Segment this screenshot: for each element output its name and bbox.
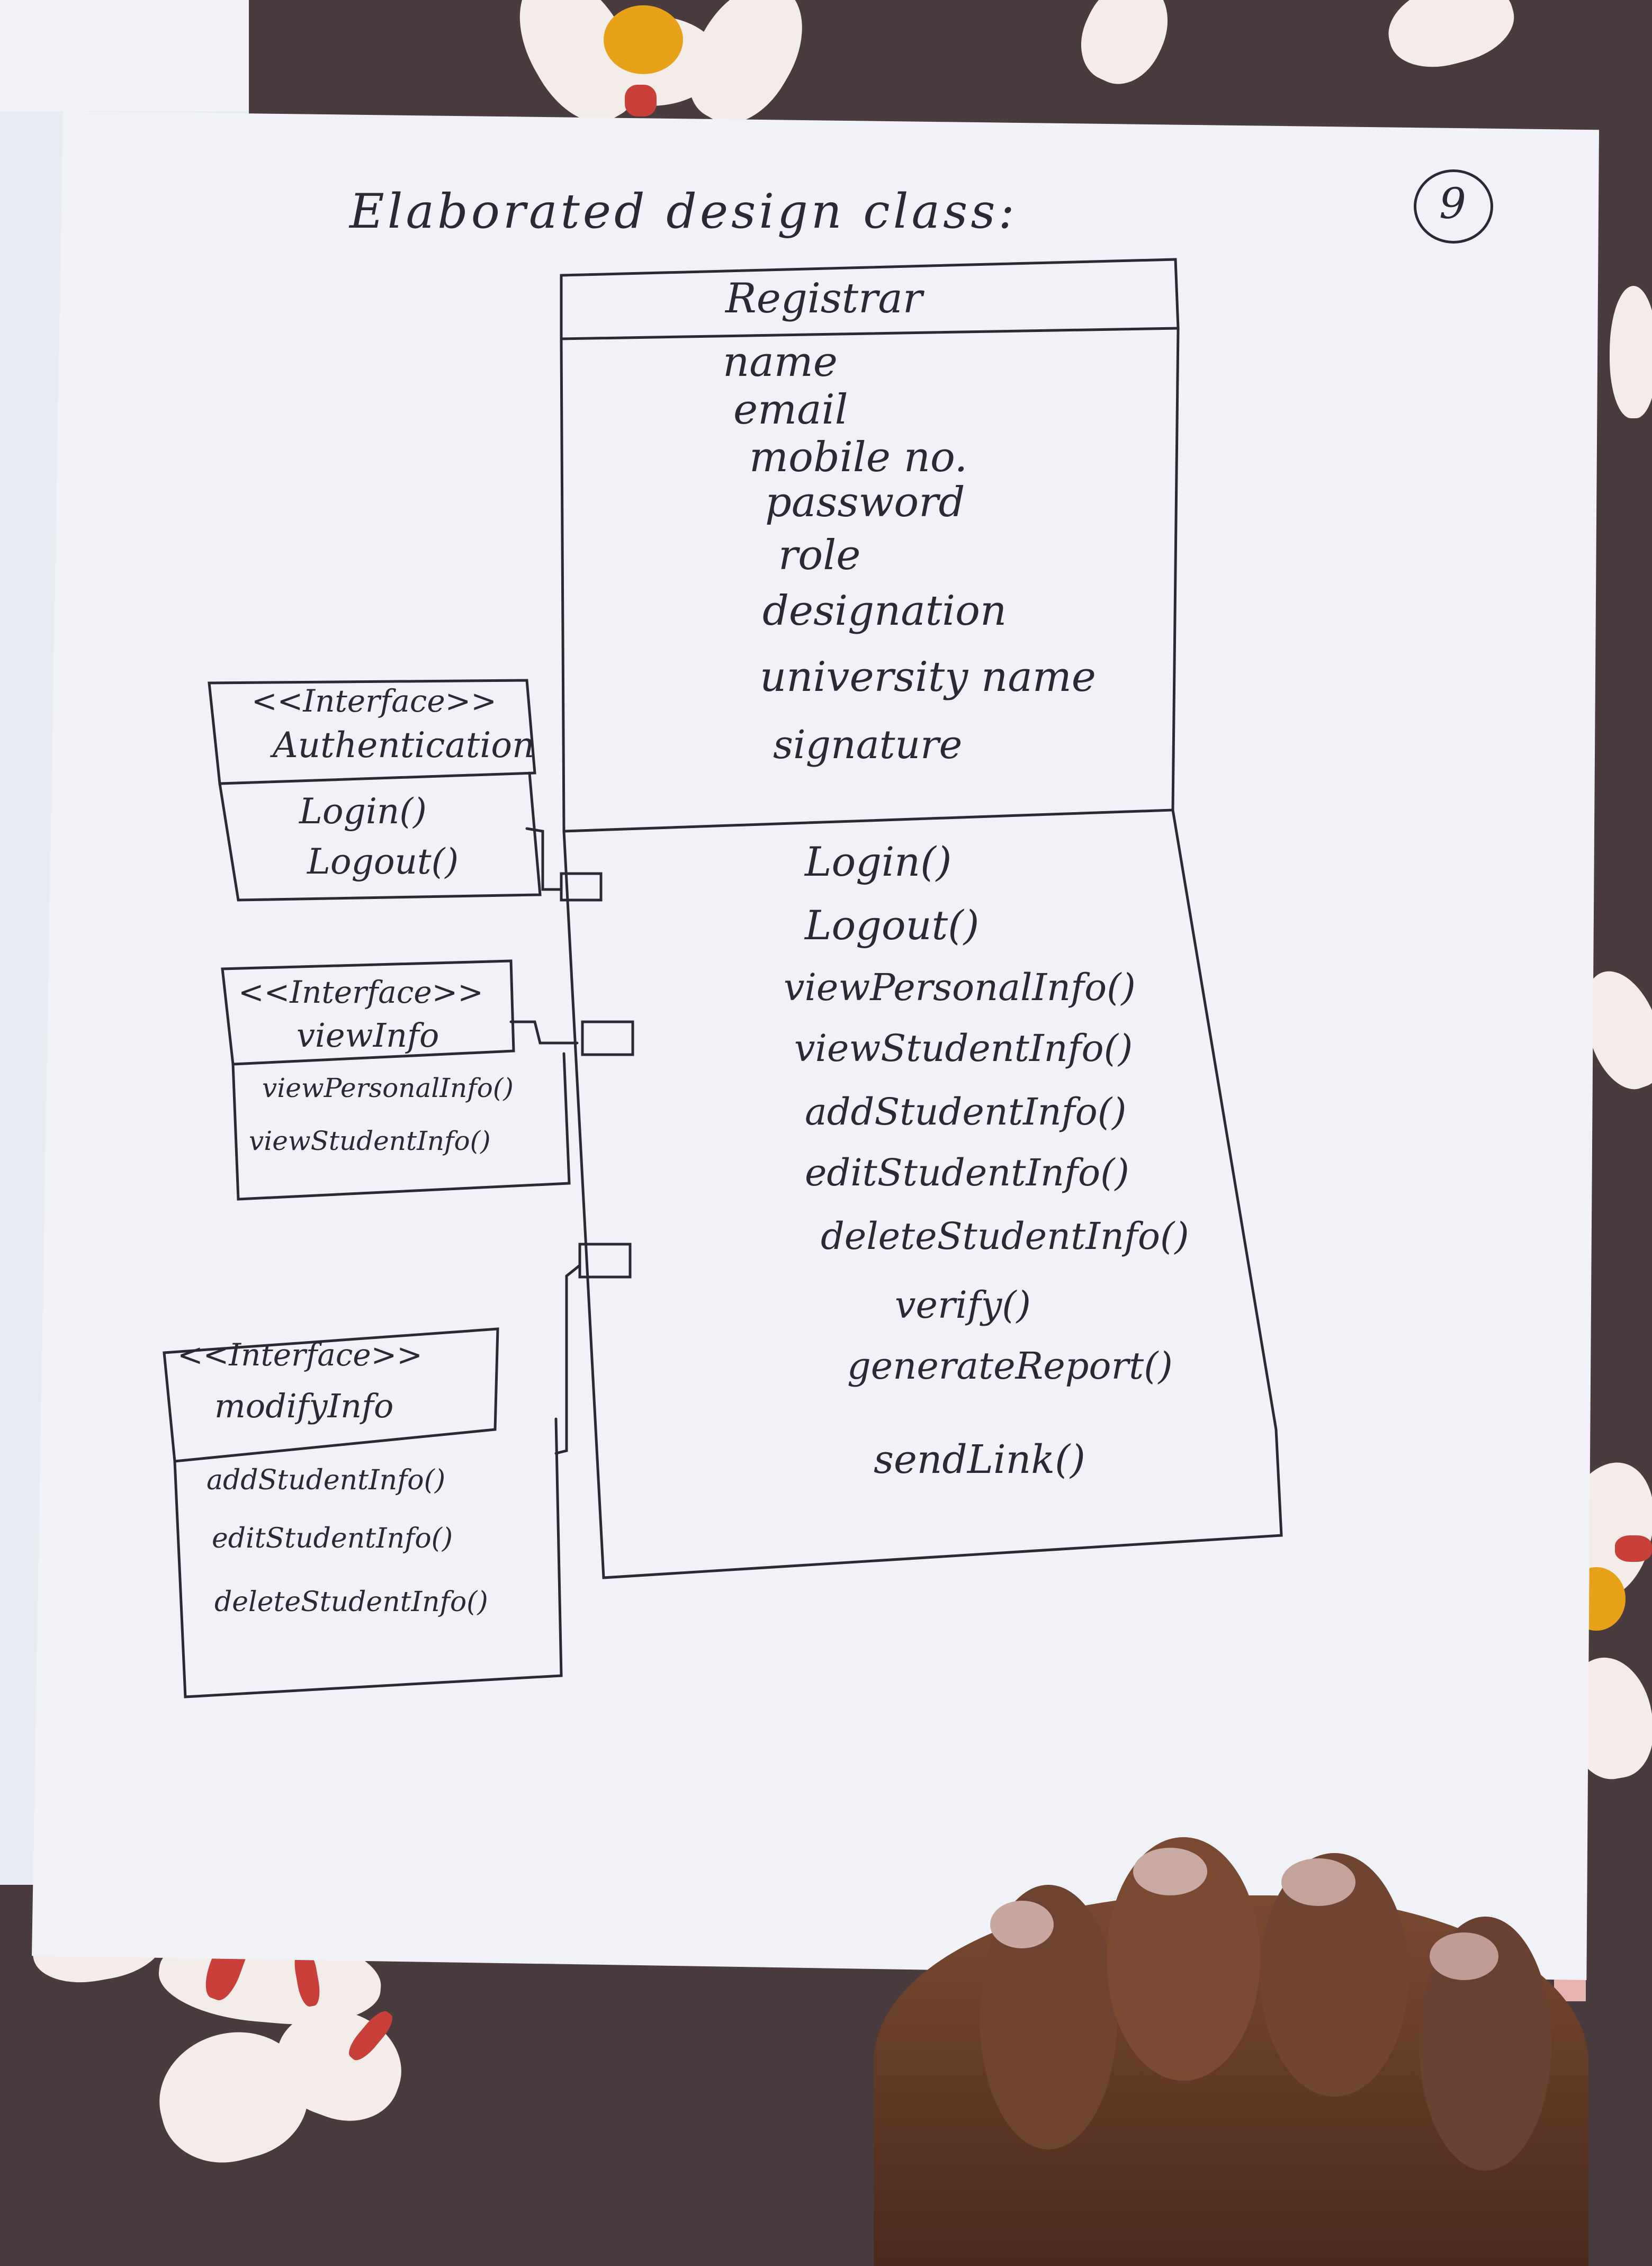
- interface-method: viewPersonalInfo(): [262, 1073, 514, 1103]
- attribute-item: email: [733, 386, 848, 434]
- diagram-lines: [163, 258, 1283, 1698]
- method-item: editStudentInfo(): [805, 1151, 1129, 1194]
- interface-name: modifyInfo: [214, 1387, 394, 1425]
- registrar-attributes-compartment: [560, 327, 1180, 833]
- attribute-item: name: [723, 338, 838, 386]
- method-item: viewStudentInfo(): [794, 1027, 1133, 1070]
- diagram-heading: Elaborated design class:: [349, 184, 1018, 239]
- viewinfo-methods-box: [231, 1052, 571, 1201]
- interface-name: viewInfo: [297, 1016, 439, 1055]
- top-left-sheet: [0, 0, 249, 111]
- fingernail: [1281, 1858, 1355, 1906]
- modifyinfo-port: [578, 1243, 632, 1279]
- viewinfo-connector: [509, 1020, 579, 1045]
- method-item: verify(): [895, 1283, 1031, 1327]
- attribute-item: university name: [760, 653, 1096, 701]
- flower-accent: [625, 85, 657, 116]
- interface-method: editStudentInfo(): [212, 1523, 453, 1554]
- interface-method: Login(): [299, 791, 427, 832]
- method-item: addStudentInfo(): [805, 1090, 1127, 1134]
- method-item: Logout(): [805, 902, 980, 949]
- viewinfo-port: [581, 1020, 634, 1056]
- authentication-connector: [525, 827, 563, 891]
- interface-method: Logout(): [307, 841, 459, 882]
- attribute-item: mobile no.: [749, 434, 968, 481]
- fingernail: [990, 1901, 1054, 1948]
- method-item: Login(): [805, 838, 952, 885]
- modifyinfo-header-box: [163, 1327, 499, 1463]
- flower-center: [604, 5, 683, 74]
- modifyinfo-methods-box: [173, 1417, 563, 1698]
- interface-name: Authentication: [273, 725, 535, 766]
- page-number: 9: [1439, 179, 1466, 228]
- method-item: deleteStudentInfo(): [821, 1215, 1189, 1258]
- interface-method: viewStudentInfo(): [249, 1126, 491, 1156]
- fingernail: [1133, 1848, 1207, 1895]
- authentication-header-box: [208, 679, 536, 785]
- flower-petal: [1610, 286, 1652, 418]
- attribute-item: role: [778, 532, 861, 579]
- interface-stereotype: <<Interface>>: [238, 974, 483, 1010]
- fingernail: [1430, 1932, 1498, 1980]
- flower-accent: [1615, 1535, 1652, 1562]
- attribute-item: signature: [773, 722, 963, 768]
- notebook-page: [32, 111, 1599, 1980]
- registrar-methods-compartment: [562, 808, 1283, 1579]
- registrar-class-name: Registrar: [725, 275, 923, 322]
- interface-stereotype: <<Interface>>: [177, 1337, 423, 1373]
- method-item: generateReport(): [847, 1344, 1173, 1388]
- interface-method: addStudentInfo(): [206, 1464, 446, 1496]
- method-item: viewPersonalInfo(): [784, 966, 1136, 1009]
- attribute-item: designation: [762, 587, 1007, 635]
- authentication-port: [560, 872, 603, 902]
- attribute-item: password: [765, 479, 965, 526]
- interface-method: deleteStudentInfo(): [214, 1586, 488, 1618]
- page-number-circle: [1414, 169, 1493, 244]
- interface-stereotype: <<Interface>>: [252, 683, 497, 719]
- method-item: sendLink(): [874, 1437, 1085, 1482]
- modifyinfo-connector: [554, 1264, 581, 1455]
- authentication-methods-box: [218, 771, 542, 902]
- viewinfo-header-box: [221, 959, 515, 1066]
